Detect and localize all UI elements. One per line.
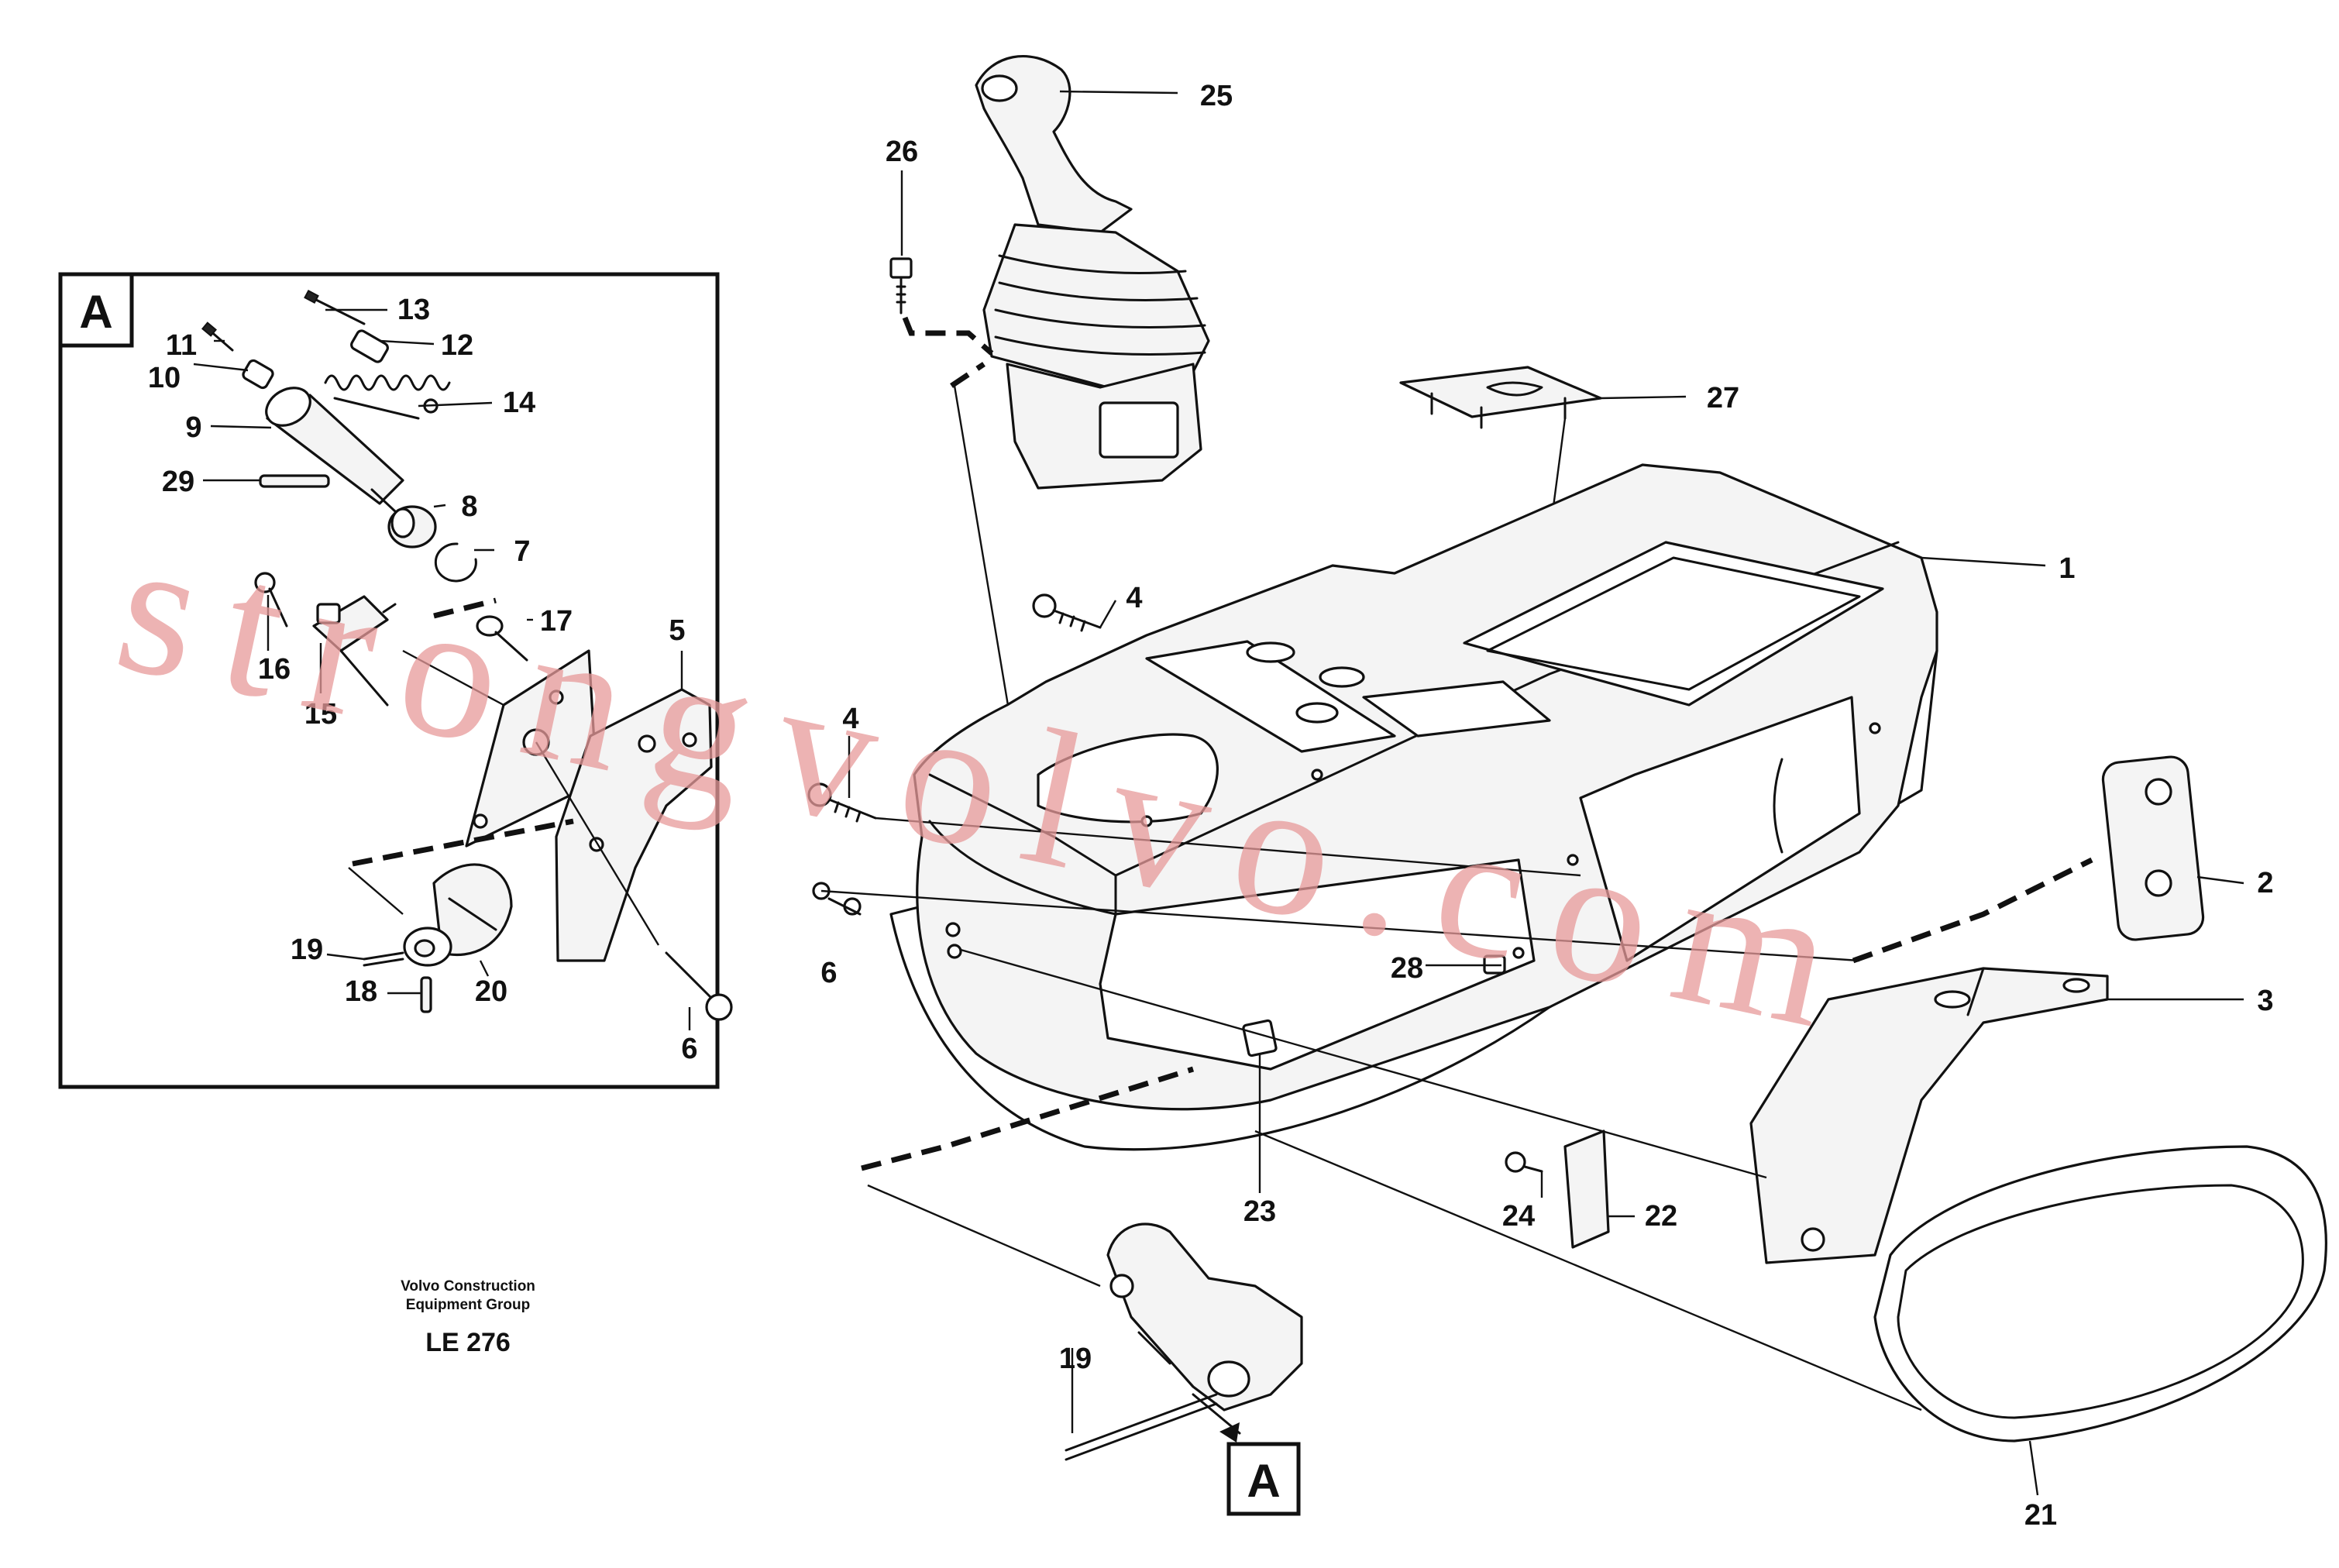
credit-line-2: Equipment Group xyxy=(406,1297,530,1313)
hub-19 xyxy=(363,927,452,967)
detail-a-reference: A xyxy=(1192,1393,1301,1516)
bolt-26 xyxy=(889,257,913,315)
callout-17: 17 xyxy=(540,605,573,638)
callout-16: 16 xyxy=(258,653,291,686)
cam-20 xyxy=(432,863,513,957)
detail-a-reference-label: A xyxy=(1247,1455,1280,1507)
strip-22 xyxy=(1563,1130,1610,1249)
callout-18: 18 xyxy=(345,975,377,1008)
shaft-9 xyxy=(265,387,404,513)
switch-mount-plate xyxy=(465,649,598,848)
screw-11 xyxy=(201,322,234,352)
pin-29 xyxy=(259,474,330,488)
callout-numbers: 25 26 27 1 4 4 2 3 28 23 24 22 21 19 13 … xyxy=(148,80,2274,1532)
callout-3: 3 xyxy=(2257,985,2273,1017)
sleeve-12 xyxy=(350,329,389,363)
callout-21: 21 xyxy=(2024,1499,2057,1532)
bolt-4-left xyxy=(807,782,877,823)
callout-7: 7 xyxy=(514,535,530,568)
callout-28: 28 xyxy=(1391,952,1423,985)
callout-2: 2 xyxy=(2257,867,2273,899)
circlip-7 xyxy=(434,542,477,583)
callout-24: 24 xyxy=(1502,1200,1535,1233)
callout-27: 27 xyxy=(1707,382,1739,414)
callout-6-detail: 6 xyxy=(681,1033,697,1065)
credit-block: Volvo Construction Equipment Group LE 27… xyxy=(401,1278,535,1357)
callout-23: 23 xyxy=(1243,1195,1276,1228)
cover-plate-2 xyxy=(2101,755,2205,941)
nut-23 xyxy=(1242,1019,1278,1057)
bracket-5 xyxy=(555,688,713,962)
callout-25: 25 xyxy=(1200,80,1233,112)
drawing-code: LE 276 xyxy=(425,1328,511,1357)
micro-switch-15 xyxy=(312,595,397,707)
screw-24 xyxy=(1505,1151,1543,1173)
callout-12: 12 xyxy=(441,329,473,362)
joystick-base xyxy=(1006,363,1202,490)
joystick-boot xyxy=(982,223,1210,389)
screw-17 xyxy=(476,615,528,662)
console-housing-1 xyxy=(843,463,1938,1151)
switch-assembly-lower xyxy=(1065,1222,1303,1461)
callout-1: 1 xyxy=(2059,552,2075,585)
screw-6-detail xyxy=(665,951,733,1021)
callout-11: 11 xyxy=(166,329,197,362)
bracket-3 xyxy=(1749,967,2109,1264)
spring-14 xyxy=(324,374,451,420)
cover-plate-27 xyxy=(1399,366,1602,429)
callout-15: 15 xyxy=(304,698,337,731)
bushing-8 xyxy=(387,505,437,548)
callout-leaders xyxy=(193,90,2244,1496)
callout-4-top: 4 xyxy=(1126,582,1142,614)
callout-29: 29 xyxy=(162,466,194,498)
bushing-10 xyxy=(242,359,274,390)
callout-10: 10 xyxy=(148,362,181,394)
callout-8: 8 xyxy=(461,490,477,523)
detail-a-label: A xyxy=(79,286,112,338)
credit-line-1: Volvo Construction xyxy=(401,1278,535,1295)
screw-16 xyxy=(254,572,288,628)
callout-6-main: 6 xyxy=(820,957,837,989)
callout-22: 22 xyxy=(1645,1200,1677,1233)
callout-19-detail: 19 xyxy=(291,934,323,966)
seat-cushion-21 xyxy=(1873,1145,2327,1442)
callout-19-main: 19 xyxy=(1059,1343,1092,1375)
callout-9: 9 xyxy=(185,411,201,444)
joystick-lever-25 xyxy=(975,54,1133,234)
callout-14: 14 xyxy=(503,387,535,419)
callout-20: 20 xyxy=(475,975,507,1008)
detail-a-label-box xyxy=(58,272,134,348)
screw-13 xyxy=(304,289,366,325)
callout-5: 5 xyxy=(669,614,685,647)
callout-13: 13 xyxy=(397,294,430,326)
callout-26: 26 xyxy=(886,136,918,168)
pin-18 xyxy=(420,976,432,1013)
bolt-4-top xyxy=(1032,593,1102,632)
callout-4-left: 4 xyxy=(842,703,858,735)
